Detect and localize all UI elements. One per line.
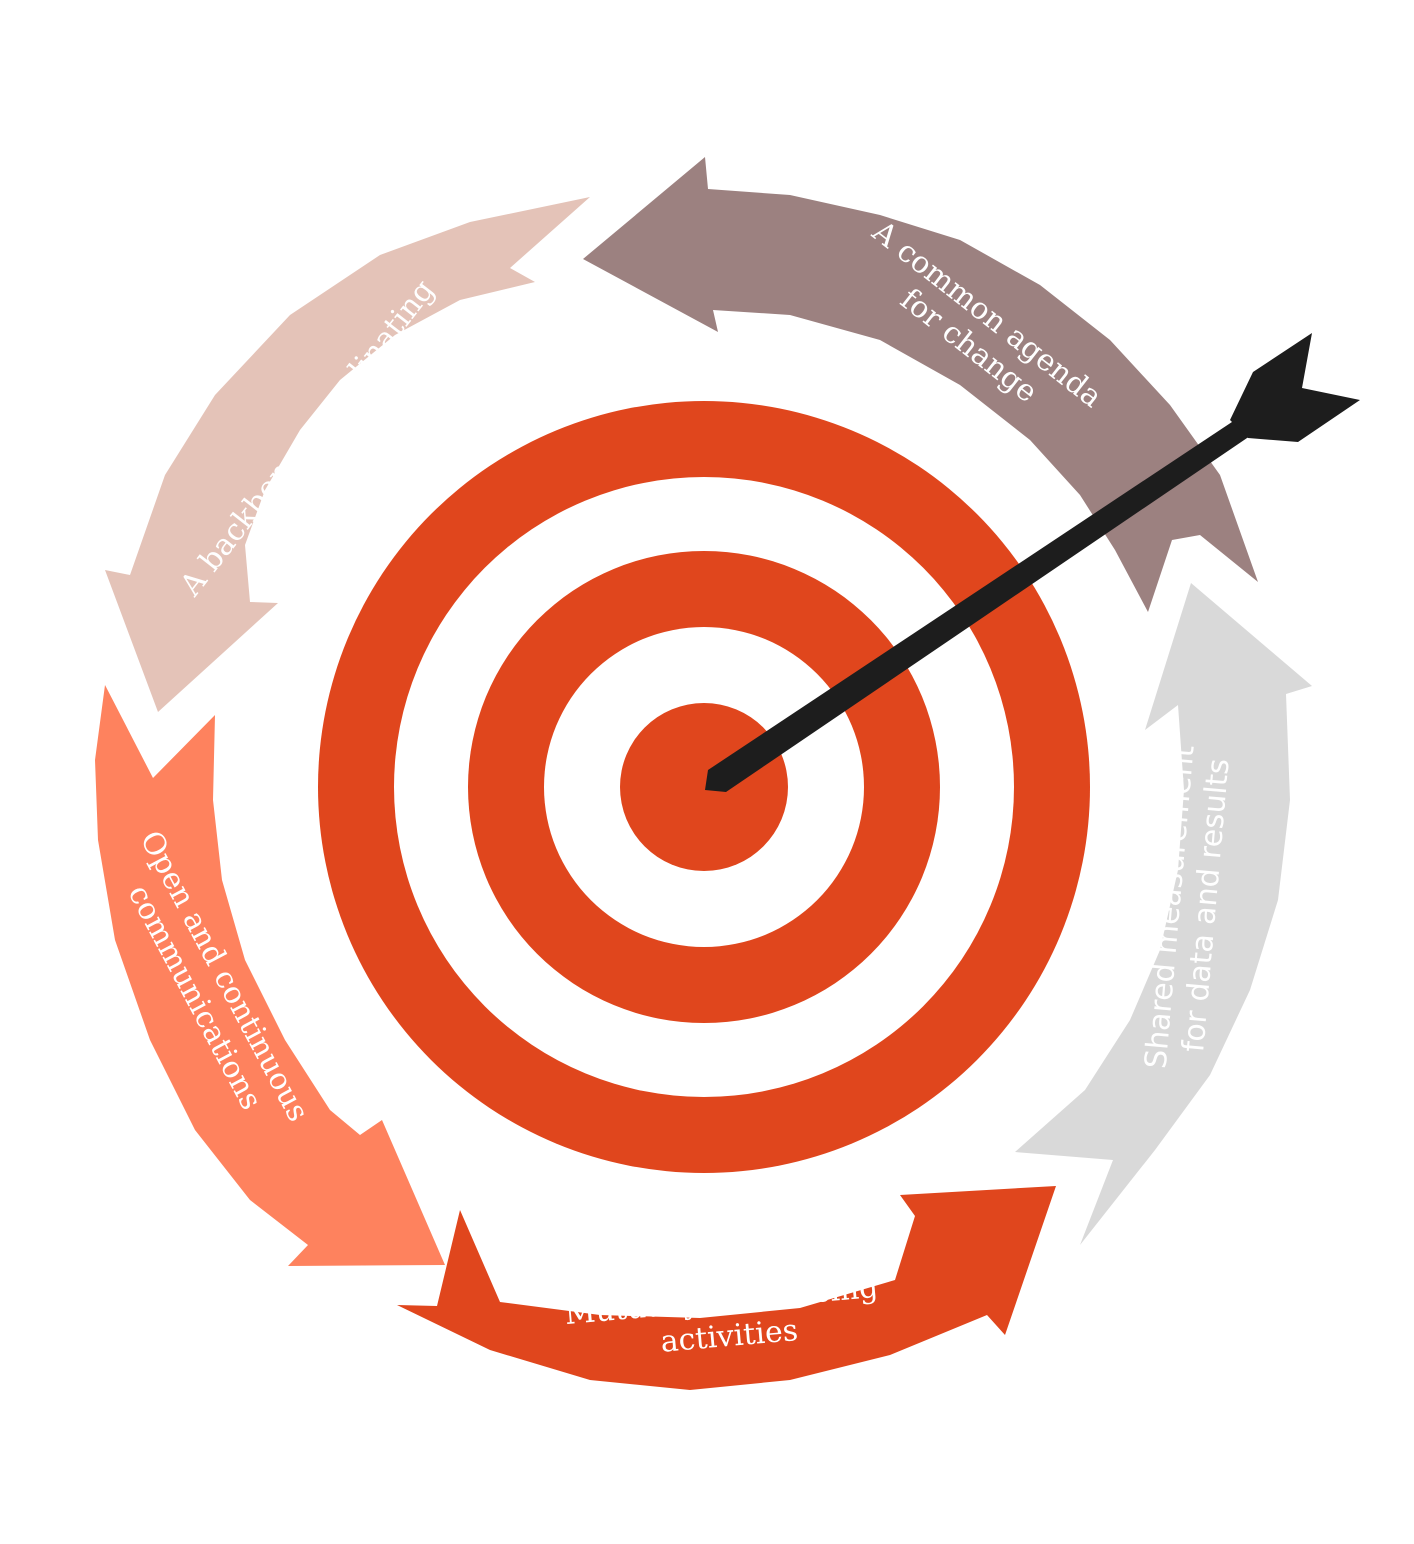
arrow-segment-mutually-reinforcing bbox=[397, 1186, 1056, 1390]
arrow-segment-common-agenda bbox=[583, 157, 1258, 612]
arrow-segment-communications bbox=[95, 685, 445, 1266]
target-icon bbox=[318, 401, 1090, 1173]
dart-shaft bbox=[705, 418, 1250, 792]
dart-arrow-icon bbox=[705, 333, 1360, 792]
target-bullseye bbox=[620, 703, 788, 871]
arrow-segment-shared-measurement bbox=[1015, 583, 1312, 1245]
arrow-segment-backbone bbox=[105, 197, 590, 712]
dart-fletching bbox=[1230, 333, 1360, 442]
